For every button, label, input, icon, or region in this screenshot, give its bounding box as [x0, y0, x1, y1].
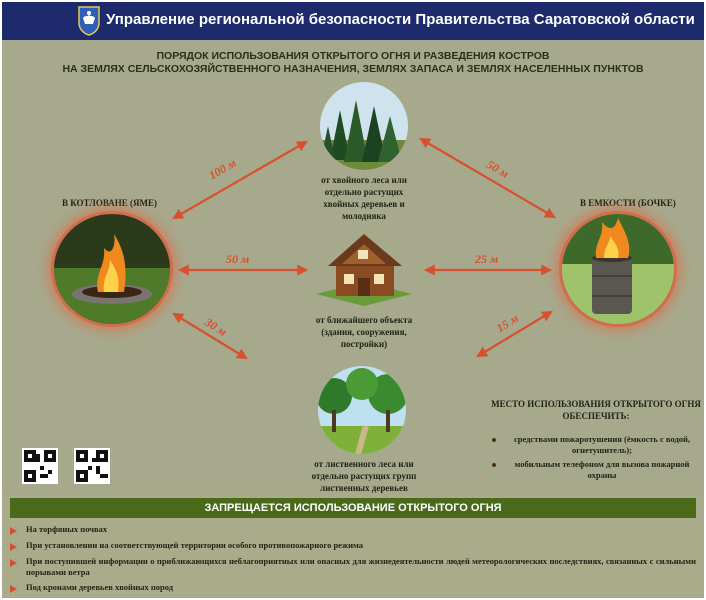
building-caption-line3: постройки) [340, 339, 388, 349]
qr-code-left[interactable] [22, 448, 58, 484]
pit-fire-image [54, 214, 170, 324]
triangle-bullet-icon [10, 559, 17, 567]
arrow-pit-deciduous [172, 312, 248, 360]
arrow-barrel-deciduous [476, 310, 553, 358]
triangle-bullet-icon [10, 585, 17, 593]
building-caption: от ближайшего объекта (здания, сооружени… [302, 314, 426, 350]
qr-code-right[interactable] [74, 448, 110, 484]
conifer-caption-line1: от хвойного леса или [321, 175, 407, 185]
ensure-list: средствами пожаротушения (ёмкость с водо… [490, 434, 702, 484]
deciduous-caption-line1: от лиственного леса или [314, 459, 414, 469]
barrel-label: В ЕМКОСТИ (БОЧКЕ) [580, 198, 676, 208]
ensure-item: мобильным телефоном для вызова пожарной … [490, 459, 702, 481]
ensure-title: МЕСТО ИСПОЛЬЗОВАНИЯ ОТКРЫТОГО ОГНЯ ОБЕСП… [488, 398, 704, 422]
conifer-caption-line4: молодняка [342, 211, 386, 221]
deciduous-caption: от лиственного леса или отдельно растущи… [304, 458, 424, 494]
conifer-caption-line3: хвойных деревьев и [323, 199, 405, 209]
building-caption-line1: от ближайшего объекта [315, 315, 413, 325]
ensure-item: средствами пожаротушения (ёмкость с водо… [490, 434, 702, 456]
pit-label: В КОТЛОВАНЕ (ЯМЕ) [62, 198, 157, 208]
coat-of-arms-icon [78, 6, 100, 36]
conifer-forest-image [320, 82, 408, 170]
conifer-caption-line2: отдельно растущих [324, 187, 404, 197]
deciduous-caption-line3: лиственных деревьев [320, 483, 408, 493]
deciduous-caption-line2: отдельно растущих групп [311, 471, 417, 481]
distance-barrel-building: 25 м [475, 252, 499, 266]
header-title: Управление региональной безопасности Пра… [106, 11, 695, 28]
triangle-bullet-icon [10, 527, 17, 535]
poster-title-line1: ПОРЯДОК ИСПОЛЬЗОВАНИЯ ОТКРЫТОГО ОГНЯ И Р… [156, 50, 550, 62]
arrow-barrel-conifer [419, 137, 556, 219]
deciduous-forest-image [318, 366, 406, 454]
prohibition-section: ЗАПРЕЩАЕТСЯ ИСПОЛЬЗОВАНИЕ ОТКРЫТОГО ОГНЯ… [2, 494, 704, 598]
prohibition-title: ЗАПРЕЩАЕТСЯ ИСПОЛЬЗОВАНИЕ ОТКРЫТОГО ОГНЯ [204, 502, 502, 514]
conifer-caption: от хвойного леса или отдельно растущих х… [306, 174, 422, 222]
ensure-title-line2: ОБЕСПЕЧИТЬ: [562, 411, 630, 421]
barrel-fire-image [562, 214, 674, 324]
house-image [316, 234, 412, 306]
header-bar: Управление региональной безопасности Пра… [2, 2, 704, 40]
prohibition-title-bar: ЗАПРЕЩАЕТСЯ ИСПОЛЬЗОВАНИЕ ОТКРЫТОГО ОГНЯ [10, 498, 696, 518]
distance-pit-building: 50 м [226, 252, 250, 266]
ensure-title-line1: МЕСТО ИСПОЛЬЗОВАНИЯ ОТКРЫТОГО ОГНЯ [491, 399, 701, 409]
triangle-bullet-icon [10, 543, 17, 551]
building-caption-line2: (здания, сооружения, [321, 327, 407, 337]
poster-title-line2: НА ЗЕМЛЯХ СЕЛЬСКОХОЗЯЙСТВЕННОГО НАЗНАЧЕН… [62, 63, 644, 75]
arrow-pit-conifer [172, 140, 308, 220]
